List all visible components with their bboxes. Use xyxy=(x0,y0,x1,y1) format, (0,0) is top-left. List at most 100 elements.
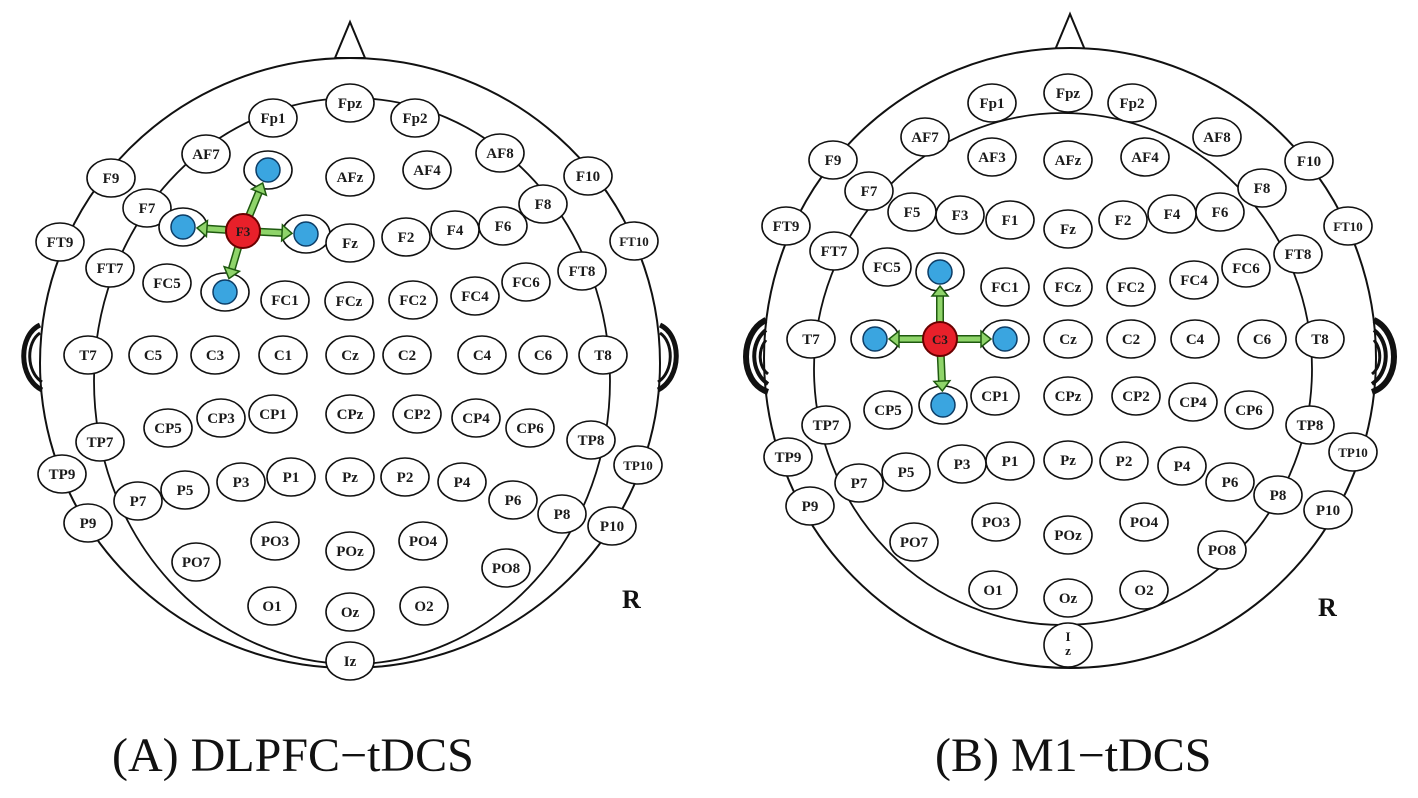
electrode-ring xyxy=(390,98,440,138)
electrode-label: Cz xyxy=(341,348,359,364)
electrode-ring xyxy=(35,222,85,262)
electrode-ring xyxy=(1284,141,1334,181)
electrode-ring xyxy=(889,522,939,562)
electrode-ring xyxy=(1043,622,1093,668)
electrode-ring xyxy=(968,570,1018,610)
electrode-label: P10 xyxy=(1316,503,1340,519)
electrode-ring xyxy=(537,494,587,534)
current-arrow-f1 xyxy=(254,223,294,243)
electrode-label: T7 xyxy=(79,348,97,364)
electrode-p8: P8 xyxy=(537,494,587,534)
electrode-ring xyxy=(1169,260,1219,300)
electrode-po8: PO8 xyxy=(1197,530,1247,570)
current-arrow-cp3 xyxy=(932,350,952,393)
electrode-fp2: Fp2 xyxy=(1107,83,1157,123)
electrode-c1: C1 xyxy=(258,335,308,375)
electrode-label: F2 xyxy=(398,230,415,246)
electrode-label: FCz xyxy=(336,294,363,310)
electrode-ring xyxy=(1043,578,1093,618)
electrode-ring xyxy=(325,83,375,123)
electrode-p7: P7 xyxy=(834,463,884,503)
electrode-ring xyxy=(260,280,310,320)
electrode-label: TP7 xyxy=(87,435,114,451)
cathode-c1 xyxy=(992,326,1018,352)
nose-marker xyxy=(1053,11,1087,51)
electrode-ring xyxy=(563,156,613,196)
electrode-ring xyxy=(488,480,538,520)
electrode-ring xyxy=(862,247,912,287)
electrode-label: F8 xyxy=(1254,181,1271,197)
electrode-ring xyxy=(1099,441,1149,481)
stimulation-layer: F3 xyxy=(170,157,319,305)
electrode-ring xyxy=(1168,382,1218,422)
electrode-ring xyxy=(171,542,221,582)
electrode-label: AF7 xyxy=(911,130,939,146)
electrode-ring xyxy=(475,133,525,173)
current-arrow-fc3 xyxy=(222,242,243,280)
electrode-label: FT8 xyxy=(1285,247,1312,263)
electrode-label: F3 xyxy=(952,208,969,224)
electrode-iz: Iz xyxy=(1043,622,1093,668)
electrode-ring xyxy=(985,200,1035,240)
electrode-ft9: FT9 xyxy=(35,222,85,262)
left-ear-icon xyxy=(21,322,44,393)
electrode-f10: F10 xyxy=(563,156,613,196)
electrode-label: C3 xyxy=(206,348,224,364)
electrode-label: P4 xyxy=(1174,459,1191,475)
electrode-label: Fz xyxy=(1060,222,1076,238)
electrode-ring xyxy=(863,390,913,430)
electrode-fc6: FC6 xyxy=(501,262,551,302)
electrode-ring xyxy=(786,319,836,359)
electrode-label: C4 xyxy=(1186,332,1205,348)
electrode-label: CP1 xyxy=(259,407,287,423)
electrode-ring xyxy=(1106,267,1156,307)
electrode-ring xyxy=(518,184,568,224)
electrode-cpz: CPz xyxy=(1043,376,1093,416)
electrode-ring xyxy=(1253,475,1303,515)
electrode-label: TP7 xyxy=(813,418,840,434)
electrode-po4: PO4 xyxy=(1119,502,1169,542)
electrode-o2: O2 xyxy=(1119,570,1169,610)
electrode-ring xyxy=(258,335,308,375)
electrode-ring xyxy=(809,231,859,271)
electrode-label: C1 xyxy=(274,348,292,364)
electrode-label: POz xyxy=(1054,528,1082,544)
electrode-c5: C5 xyxy=(128,335,178,375)
cathode-f1 xyxy=(293,221,319,247)
electrode-ring xyxy=(967,83,1017,123)
electrode-label: Pz xyxy=(1060,453,1076,469)
electrode-label: T8 xyxy=(594,348,612,364)
electrode-fc4: FC4 xyxy=(450,276,500,316)
electrode-label: CP5 xyxy=(874,403,902,419)
electrode-label: FC4 xyxy=(1180,273,1208,289)
electrode-label: O1 xyxy=(262,599,281,615)
electrode-ring xyxy=(388,280,438,320)
electrode-p1: P1 xyxy=(266,457,316,497)
electrode-ring xyxy=(763,437,813,477)
electrode-label: P1 xyxy=(283,470,300,486)
electrode-f8: F8 xyxy=(518,184,568,224)
electrode-ring xyxy=(1120,137,1170,177)
electrode-t8: T8 xyxy=(1295,319,1345,359)
electrode-f3: F3 xyxy=(935,195,985,235)
electrode-p3: P3 xyxy=(216,462,266,502)
electrode-label: F5 xyxy=(904,205,921,221)
electrode-poz: POz xyxy=(1043,515,1093,555)
electrode-po3: PO3 xyxy=(250,521,300,561)
electrode-p6: P6 xyxy=(1205,462,1255,502)
electrode-fp1: Fp1 xyxy=(967,83,1017,123)
electrode-label: AF4 xyxy=(413,163,441,179)
electrode-label: F10 xyxy=(1297,154,1321,170)
electrode-cp6: CP6 xyxy=(1224,390,1274,430)
right-ear-icon xyxy=(656,322,679,393)
electrode-ring xyxy=(518,335,568,375)
electrode-ring xyxy=(1170,319,1220,359)
electrode-p2: P2 xyxy=(380,457,430,497)
electrode-label: FT9 xyxy=(47,235,74,251)
electrode-label: FC2 xyxy=(1117,280,1145,296)
electrode-ring xyxy=(1295,319,1345,359)
electrode-label: TP10 xyxy=(1338,445,1368,460)
electrode-ring xyxy=(557,251,607,291)
electrode-po8: PO8 xyxy=(481,548,531,588)
current-arrow-c1 xyxy=(952,329,993,349)
